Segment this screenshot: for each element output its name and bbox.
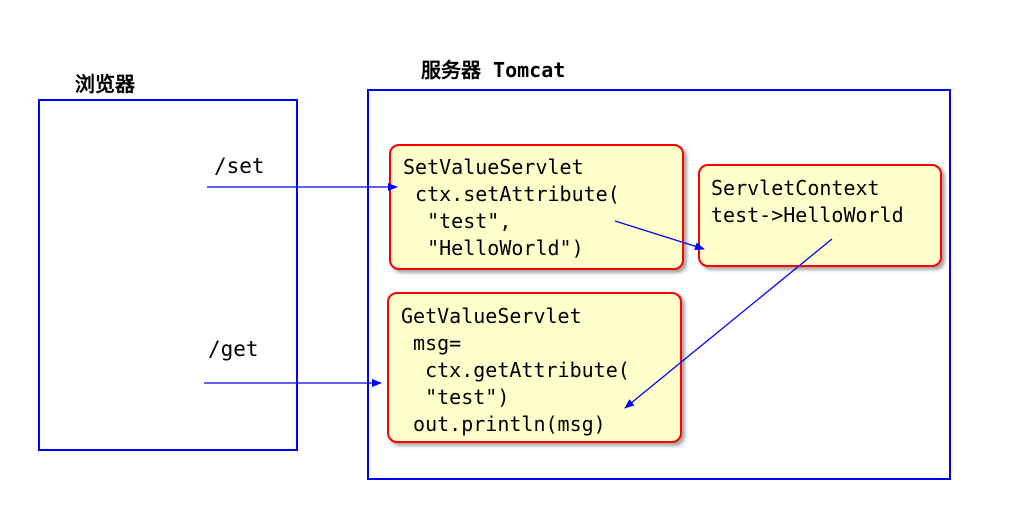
get-servlet-code: GetValueServlet msg= ctx.getAttribute( "… bbox=[401, 303, 630, 438]
code-line: ctx.setAttribute( bbox=[403, 182, 620, 206]
server-frame bbox=[367, 89, 951, 480]
code-line: ctx.getAttribute( bbox=[401, 358, 630, 382]
code-line: msg= bbox=[401, 331, 462, 355]
code-line: "test", bbox=[403, 209, 512, 233]
servlet-context-code: ServletContext test->HelloWorld bbox=[711, 175, 904, 229]
code-line: "test") bbox=[401, 385, 510, 409]
code-line: test->HelloWorld bbox=[711, 203, 904, 227]
browser-label: 浏览器 bbox=[75, 72, 135, 96]
set-value-servlet-box: SetValueServlet ctx.setAttribute( "test"… bbox=[389, 144, 684, 270]
get-value-servlet-box: GetValueServlet msg= ctx.getAttribute( "… bbox=[387, 292, 682, 443]
code-line: "HelloWorld") bbox=[403, 236, 584, 260]
code-line: GetValueServlet bbox=[401, 304, 582, 328]
code-line: SetValueServlet bbox=[403, 155, 584, 179]
browser-frame bbox=[38, 99, 298, 451]
servlet-context-box: ServletContext test->HelloWorld bbox=[698, 164, 942, 267]
code-line: out.println(msg) bbox=[401, 412, 606, 436]
route-get-label: /get bbox=[208, 337, 259, 361]
code-line: ServletContext bbox=[711, 176, 880, 200]
server-label: 服务器 Tomcat bbox=[421, 58, 566, 82]
route-set-label: /set bbox=[214, 154, 265, 178]
set-servlet-code: SetValueServlet ctx.setAttribute( "test"… bbox=[403, 154, 620, 262]
